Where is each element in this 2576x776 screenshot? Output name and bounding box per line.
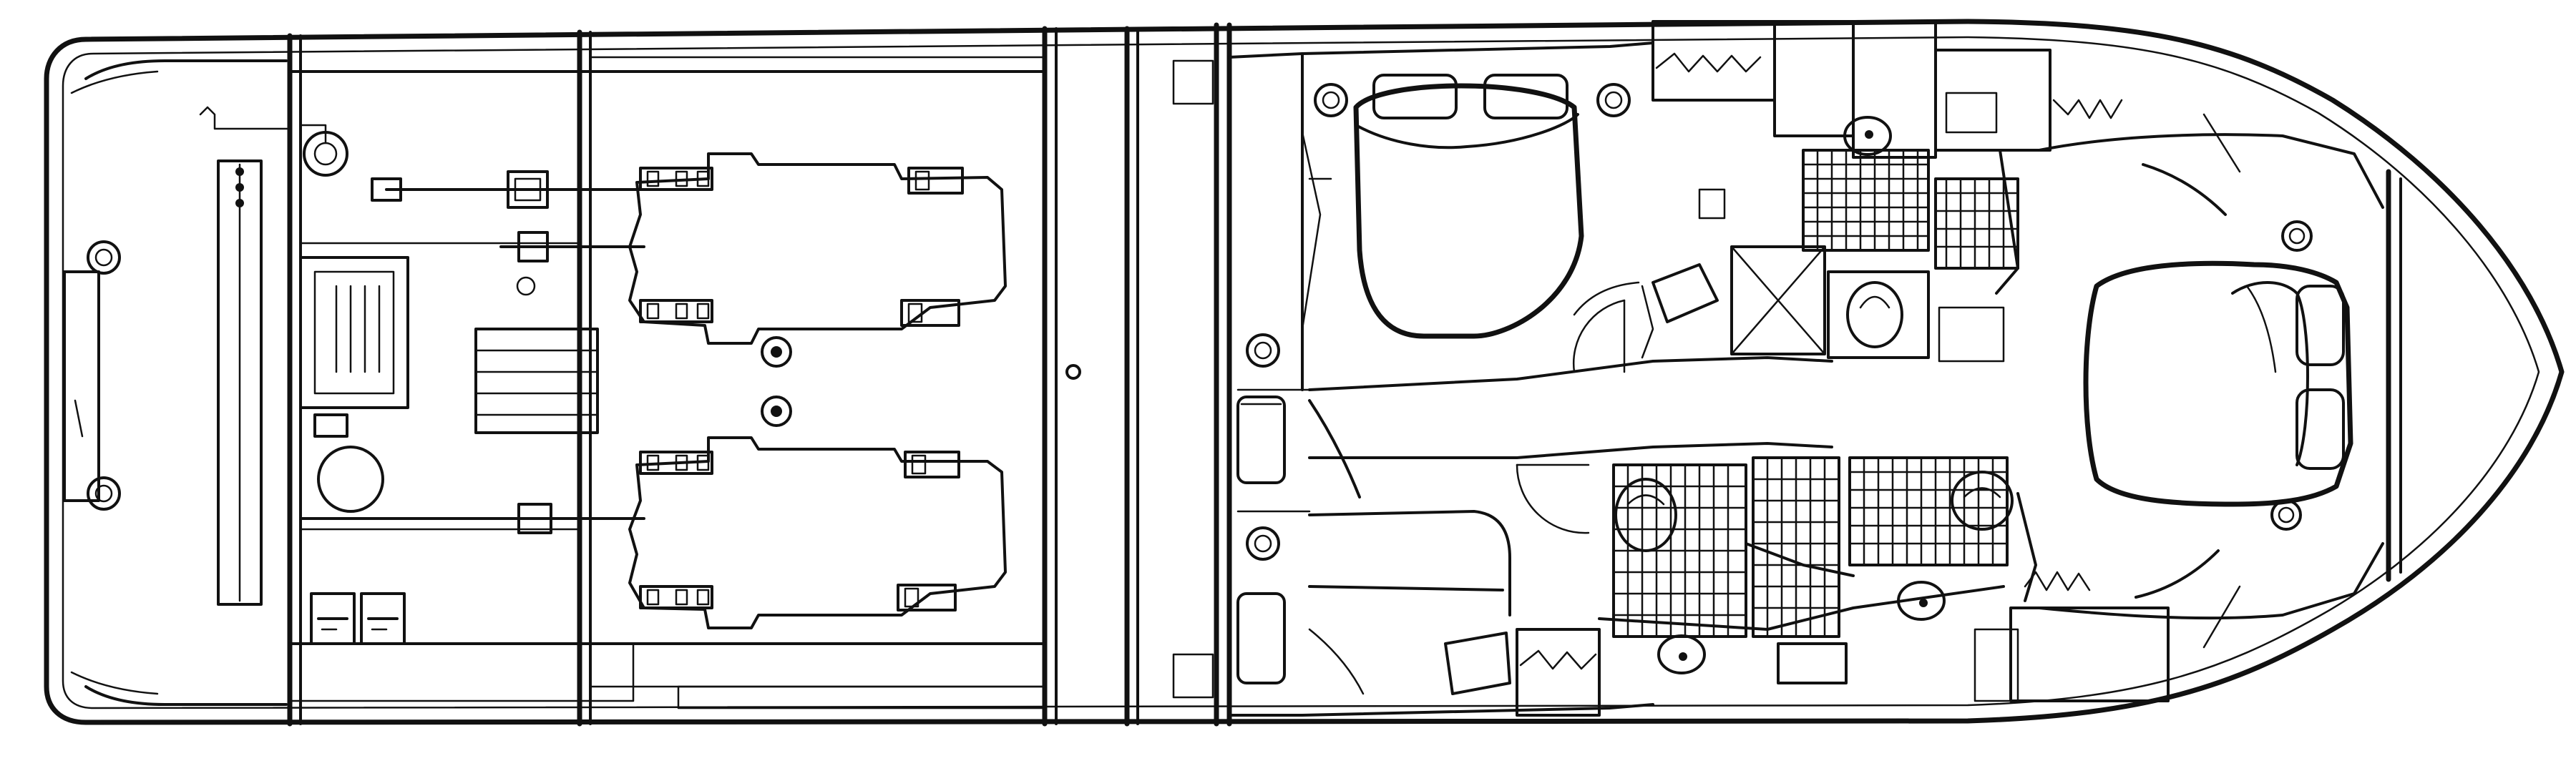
vent-grille [474,328,599,434]
chair-icon [1652,263,1719,323]
chair-icon [1777,642,1848,684]
porthole-icon [2270,499,2302,531]
porthole-icon [2281,220,2313,252]
bulkheads [287,22,1232,727]
heads [1652,116,2019,359]
transom-door [63,270,100,502]
pillow-icon [1483,74,1568,119]
cleat-icon [87,240,121,275]
bow [2386,169,2402,582]
battery-icon [310,592,356,645]
bed-icon [1353,83,1584,339]
door-swing [1573,299,1626,373]
generator-icon [299,256,409,409]
hull-outline [44,19,2565,725]
settee-icon [1236,333,1361,498]
battery-icon [360,592,406,645]
toilet-icon [1951,471,2014,531]
engine-icon [628,436,1007,629]
heads [1516,456,2014,717]
cleat-icon [87,476,121,511]
cockpit-aft-deck [63,59,348,706]
sink-icon [1657,634,1706,674]
hatch-icon [761,336,792,368]
locker-icon [1652,20,1776,102]
engine-icon [628,152,1007,345]
hull-inner-line [62,36,2540,709]
shower-grate-icon [1848,456,2009,566]
locker-icon [1974,571,2170,702]
porthole-icon [1596,83,1631,117]
porthole-icon [1246,526,1280,561]
pillow-icon [1372,74,1458,119]
pillow-icon [2296,285,2345,366]
porthole-icon [1314,83,1348,117]
tank-icon [317,446,384,513]
engine-room [299,152,1081,645]
bunk-icon [1236,592,1286,684]
door-swing [1516,463,1590,534]
toilet-icon [1827,270,1930,359]
locker-icon [1698,188,1726,220]
ladder-icon [217,159,263,606]
port-stateroom [1228,41,1726,391]
shower-grate-icon [1802,149,1930,252]
hatch-icon [761,396,792,427]
pillow-icon [2296,388,2345,470]
toilet-icon [1614,478,1677,552]
accommodation [1228,20,2402,717]
sink-icon [1843,116,1892,156]
locker-icon [1934,49,2123,363]
forward-stateroom [2038,113,2384,649]
chair-icon [1444,632,1511,695]
shower-enclosure [1730,245,1826,355]
starboard-stateroom [1228,463,1654,717]
